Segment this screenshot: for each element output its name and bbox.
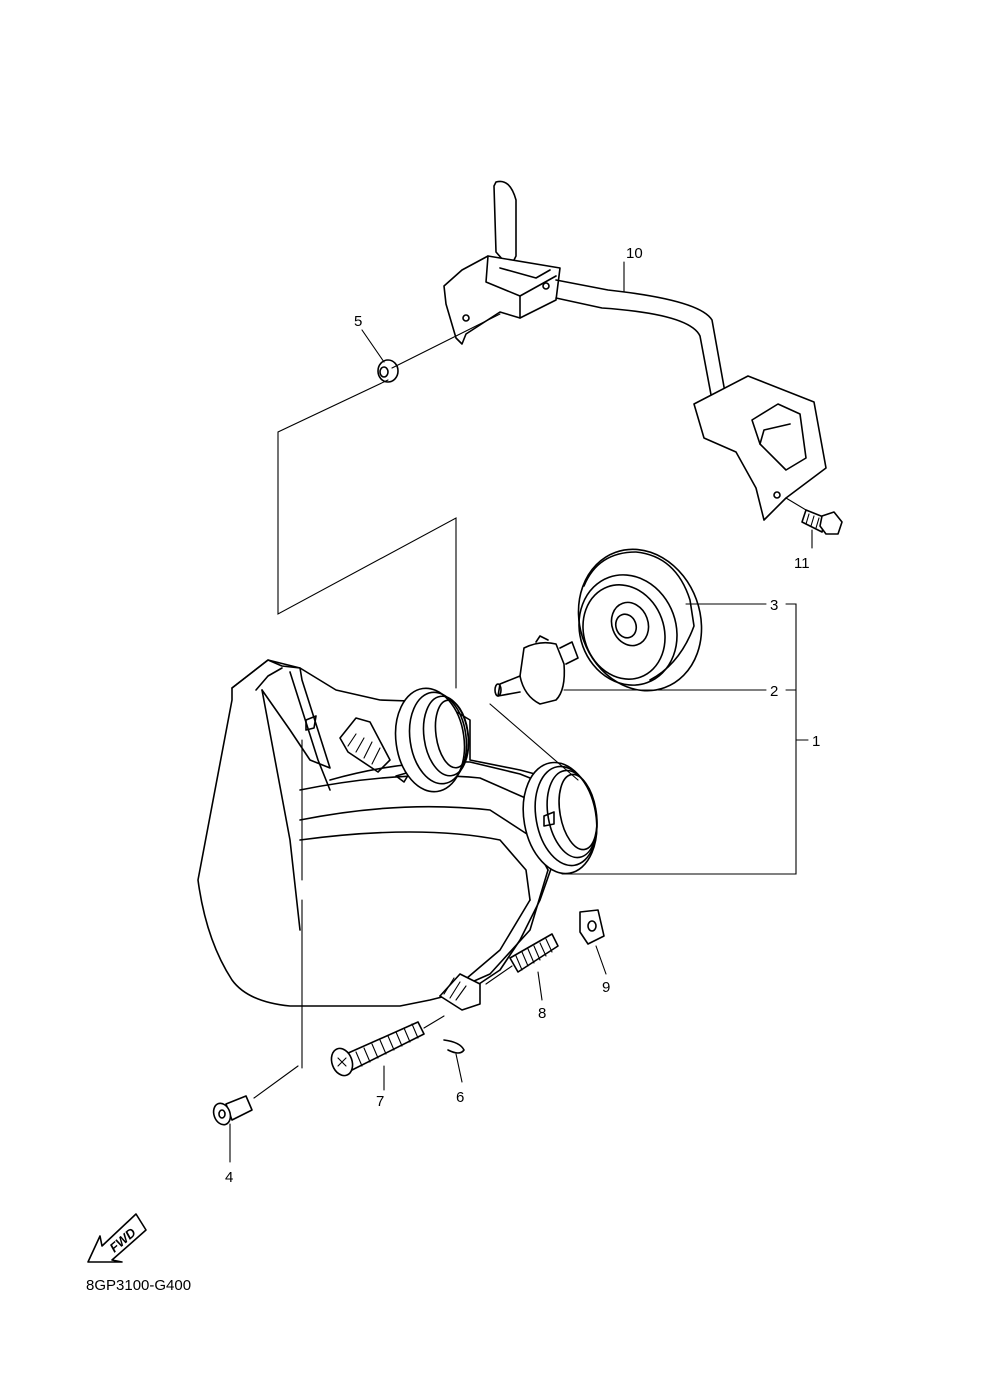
callout-3: 3 (770, 597, 778, 614)
callout-7: 7 (376, 1093, 384, 1110)
clip-part-6[interactable] (443, 1039, 465, 1054)
callout-9: 9 (602, 979, 610, 996)
callout-4: 4 (225, 1169, 233, 1186)
bulb-part-2[interactable] (494, 635, 579, 705)
callout-2: 2 (770, 683, 778, 700)
leader-lines (229, 261, 813, 1163)
headlight-stay-bracket[interactable] (443, 180, 827, 521)
socket-cover-part-3[interactable] (559, 532, 721, 708)
fwd-arrow-icon: FWD (87, 1213, 147, 1263)
bolt-part-11[interactable] (801, 509, 843, 535)
screw-part-7[interactable] (328, 1021, 425, 1079)
callout-10: 10 (626, 245, 643, 262)
rivet-part-4[interactable] (211, 1095, 253, 1127)
spring-part-8[interactable] (509, 933, 559, 973)
collar-part-5[interactable] (377, 359, 399, 383)
callout-11: 11 (794, 555, 810, 572)
clip-nut-part-9[interactable] (579, 909, 605, 945)
callout-1: 1 (812, 733, 820, 750)
callout-6: 6 (456, 1089, 464, 1106)
headlight-body[interactable] (197, 659, 605, 1011)
callout-8: 8 (538, 1005, 546, 1022)
callout-5: 5 (354, 313, 362, 330)
diagram-code: 8GP3100-G400 (86, 1277, 191, 1294)
